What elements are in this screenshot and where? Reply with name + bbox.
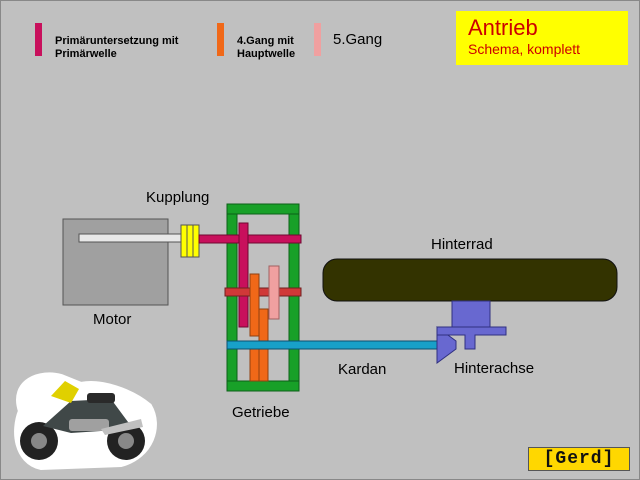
hinterrad-block — [322, 258, 618, 302]
hinterachse-crown — [436, 326, 507, 350]
hinterachse-hub — [451, 300, 491, 328]
label-motor: Motor — [93, 311, 132, 328]
legend-swatch-primaer — [35, 23, 42, 56]
legend-swatch-gang5 — [314, 23, 321, 56]
getriebe-frame-top — [226, 203, 300, 215]
gang5-gear — [268, 265, 280, 320]
gerd-logo-text: [Gerd] — [543, 449, 615, 469]
primaer-gear — [238, 222, 249, 328]
legend-label-primaer: Primäruntersetzung mit Primärwelle — [55, 35, 179, 60]
getriebe-frame-left — [226, 203, 238, 392]
kardan-shaft — [226, 340, 438, 350]
title-box: Antrieb Schema, komplett — [456, 11, 628, 65]
hauptwelle — [224, 287, 302, 297]
label-kardan: Kardan — [338, 361, 387, 378]
label-hinterachse: Hinterachse — [454, 360, 535, 377]
kardan-pinion — [436, 326, 457, 364]
legend-swatch-gang4 — [217, 23, 224, 56]
motor-block — [62, 218, 169, 306]
title-main: Antrieb — [468, 15, 538, 40]
legend-label-gang4: 4.Gang mit Hauptwelle — [237, 35, 296, 60]
primaer-shaft — [198, 234, 302, 244]
motorcycle-picture — [14, 372, 157, 471]
getriebe-frame-bottom — [226, 380, 300, 392]
motor-shaft — [78, 233, 185, 243]
kupplung-block — [180, 224, 200, 258]
legend-label-gang5: 5.Gang — [333, 31, 383, 48]
getriebe-frame-right — [288, 203, 300, 392]
gerd-logo: [Gerd] — [528, 447, 630, 471]
label-kupplung: Kupplung — [146, 189, 210, 206]
label-getriebe: Getriebe — [232, 404, 290, 421]
gang4-gear-upper — [249, 273, 260, 337]
label-hinterrad: Hinterrad — [431, 236, 493, 253]
title-sub: Schema, komplett — [468, 41, 581, 57]
